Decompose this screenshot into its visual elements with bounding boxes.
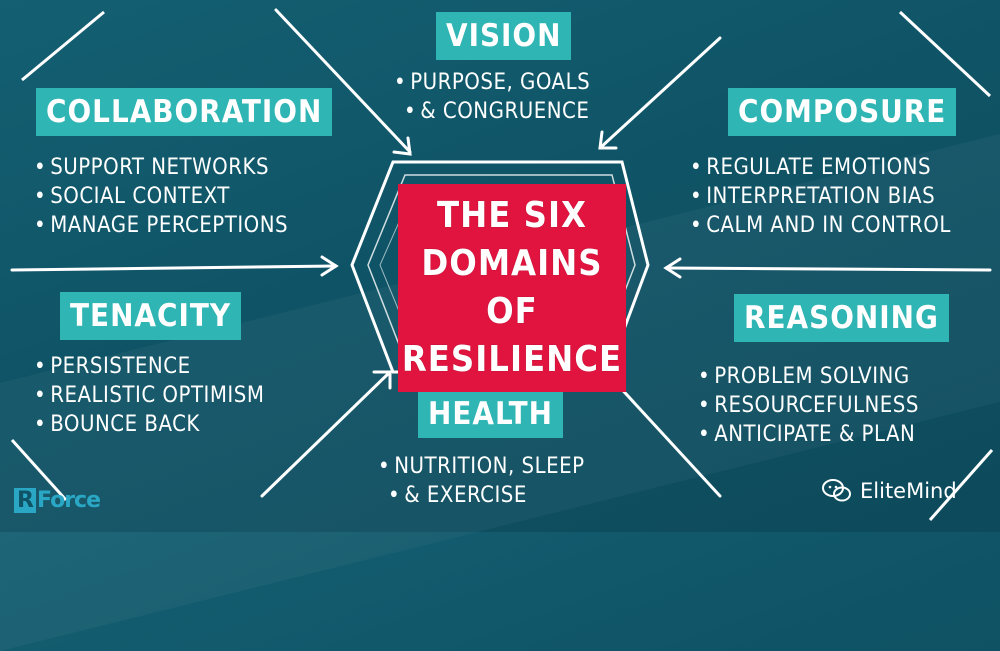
- list-item: NUTRITION, SLEEP: [378, 452, 585, 481]
- vision-title: VISION: [436, 12, 572, 60]
- arrow-composure: [598, 36, 722, 150]
- list-item: RESOURCEFULNESS: [698, 391, 919, 420]
- list-item: REALISTIC OPTIMISM: [34, 381, 264, 410]
- list-item: PERSISTENCE: [34, 352, 264, 381]
- list-item: BOUNCE BACK: [34, 410, 264, 439]
- health-list: NUTRITION, SLEEP & EXERCISE: [378, 452, 585, 510]
- reasoning-list: PROBLEM SOLVING RESOURCEFULNESS ANTICIPA…: [698, 362, 919, 449]
- wechat-icon: [822, 479, 851, 502]
- arrow-vision-left: [274, 8, 412, 154]
- composure-list: REGULATE EMOTIONS INTERPRETATION BIAS CA…: [690, 153, 951, 240]
- list-item: INTERPRETATION BIAS: [690, 182, 951, 211]
- tenacity-title: TENACITY: [60, 292, 242, 340]
- elitemind-label: EliteMind: [860, 479, 957, 503]
- arrow-reasoning: [664, 266, 992, 272]
- list-item: MANAGE PERCEPTIONS: [34, 211, 288, 240]
- list-item: SUPPORT NETWORKS: [34, 153, 288, 182]
- list-item: ANTICIPATE & PLAN: [698, 420, 919, 449]
- arrow-tenacity: [260, 370, 392, 498]
- list-item: SOCIAL CONTEXT: [34, 182, 288, 211]
- list-item: PURPOSE, GOALS: [394, 68, 590, 97]
- list-item: & EXERCISE: [378, 481, 585, 510]
- composure-title: COMPOSURE: [728, 88, 957, 136]
- vision-list: PURPOSE, GOALS & CONGRUENCE: [394, 68, 590, 126]
- list-item: CALM AND IN CONTROL: [690, 211, 951, 240]
- reasoning-title: REASONING: [734, 294, 949, 342]
- list-item: PROBLEM SOLVING: [698, 362, 919, 391]
- collaboration-title: COLLABORATION: [36, 88, 333, 136]
- elitemind-brand: EliteMind: [822, 478, 957, 504]
- connector-lines: [0, 0, 1000, 532]
- list-item: REGULATE EMOTIONS: [690, 153, 951, 182]
- arrow-collaboration: [10, 264, 338, 272]
- health-title: HEALTH: [418, 390, 563, 438]
- collaboration-list: SUPPORT NETWORKS SOCIAL CONTEXT MANAGE P…: [34, 153, 288, 240]
- tenacity-list: PERSISTENCE REALISTIC OPTIMISM BOUNCE BA…: [34, 352, 264, 439]
- list-item: & CONGRUENCE: [394, 97, 590, 126]
